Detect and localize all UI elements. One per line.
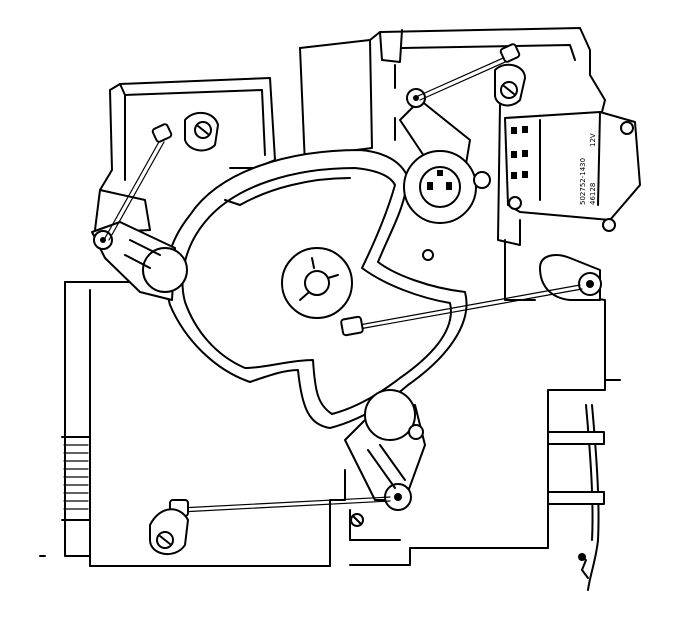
cable-clamps [149, 63, 526, 555]
linkage-cables [104, 54, 583, 513]
mount-screw-left [508, 196, 522, 210]
right-cable-pivot [539, 254, 602, 301]
voltage-label: 12V [589, 133, 597, 147]
upper-pivot-lever [399, 88, 491, 224]
cable-upper-left [104, 139, 161, 239]
cable-end-fittings [151, 43, 521, 517]
left-pivot-lever [91, 221, 188, 301]
upper-housing [94, 77, 276, 233]
screws [350, 249, 434, 527]
wire-harness [547, 404, 605, 591]
motor-label-text: 502752-1430 46128 12V [579, 133, 597, 205]
center-shaft [281, 247, 353, 319]
cable-bottom [179, 496, 391, 509]
cable-upper-right [417, 54, 511, 97]
ribbed-grille [61, 436, 91, 521]
connector-pins [511, 126, 528, 179]
actuator-motor: 502752-1430 46128 12V [504, 111, 641, 232]
part-number-label: 502752-1430 [579, 158, 587, 205]
mount-screw-bottom [602, 218, 616, 232]
mount-screw-top [620, 121, 634, 135]
code-label: 46128 [589, 183, 597, 205]
bottom-pivot-lever [344, 389, 426, 511]
cable-to-motor [347, 284, 581, 328]
